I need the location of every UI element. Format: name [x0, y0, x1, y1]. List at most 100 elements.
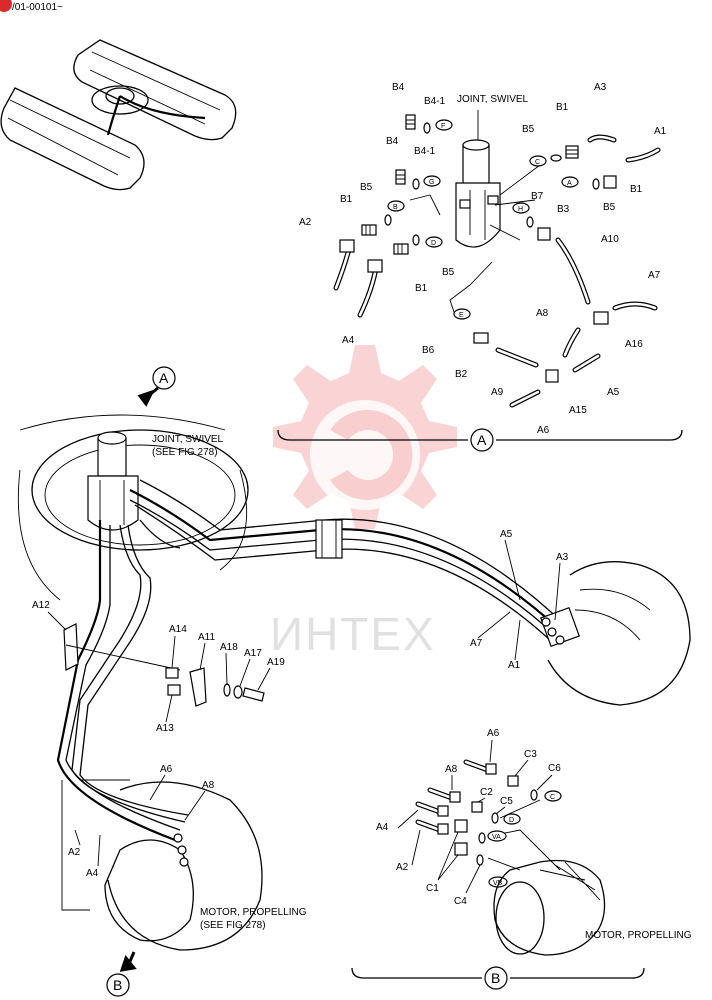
swivel-body	[455, 182, 501, 248]
label-a13: A13	[156, 723, 174, 734]
label-a8: A8	[445, 764, 458, 775]
label-a8: A8	[202, 780, 215, 791]
detail-b-propelling-motor: C D VA VB MOTOR, PROPELLING A6 C3 A8 C6 …	[351, 728, 692, 990]
port-marker-d: D	[425, 236, 443, 248]
port-marker-b: B	[387, 200, 405, 212]
svg-text:A: A	[567, 180, 572, 187]
label-b4: B4	[392, 82, 405, 93]
label-a16: A16	[625, 339, 643, 350]
hose-bundle-left-1	[56, 520, 176, 842]
svg-text:B: B	[113, 977, 122, 993]
label-a6: A6	[537, 425, 550, 436]
hose-clamp	[315, 519, 343, 559]
bolt-a4	[415, 801, 449, 817]
label-b1: B1	[556, 102, 569, 113]
label-a17: A17	[244, 648, 262, 659]
label-a11: A11	[198, 632, 215, 643]
label-a3: A3	[556, 552, 569, 563]
label-a6: A6	[160, 764, 173, 775]
svg-text:B: B	[491, 970, 500, 986]
label-a14: A14	[169, 624, 187, 635]
fitting-b4-mid	[395, 169, 406, 185]
label-a3: A3	[594, 82, 607, 93]
label-a1: A1	[654, 126, 667, 137]
part-a17	[233, 685, 243, 699]
label-a9: A9	[491, 387, 504, 398]
motor-left	[107, 781, 263, 951]
fitting-b1-left	[361, 224, 377, 236]
main-callout-b	[106, 973, 130, 997]
port-marker-c: C	[529, 155, 547, 167]
seal-c4-lower	[476, 854, 484, 866]
label-b2: B2	[455, 369, 468, 380]
detail-b-bracket	[351, 967, 645, 979]
label-b5: B5	[360, 182, 373, 193]
label-a4: A4	[86, 868, 99, 879]
label-a5: A5	[607, 387, 620, 398]
fitting-b1-right	[603, 175, 617, 189]
part-a12-bracket	[63, 623, 79, 671]
label-b1: B1	[630, 184, 643, 195]
label-a4: A4	[376, 822, 389, 833]
main-assembly-view: A JOINT, SWIVEL (SEE FIG 278) A5 A3 A7 A…	[17, 366, 691, 997]
bolt-a8	[427, 787, 461, 803]
label-a7: A7	[648, 270, 661, 281]
corner-badge	[0, 0, 12, 12]
label-a7: A7	[470, 638, 483, 649]
seal-c4-upper	[478, 832, 486, 844]
motor-right	[547, 561, 691, 706]
label-c6: C6	[548, 763, 561, 774]
part-a14	[165, 667, 179, 679]
machine-overview-thumbnail	[0, 39, 237, 191]
label-a18: A18	[220, 642, 238, 653]
part-a18	[223, 683, 231, 697]
swivel-note-line2: (SEE FIG 278)	[152, 447, 218, 458]
label-a15: A15	[569, 405, 587, 416]
seal-c5	[491, 812, 499, 824]
label-c1: C1	[426, 883, 439, 894]
port-marker-g: G	[423, 175, 441, 187]
svg-text:D: D	[431, 240, 436, 247]
part-a19-bolt	[242, 687, 265, 702]
label-a2: A2	[68, 847, 81, 858]
bolt-a6	[463, 759, 497, 775]
label-b5: B5	[442, 267, 455, 278]
label-b1: B1	[415, 283, 428, 294]
fitting-b6	[473, 332, 489, 344]
port-marker-d: D	[503, 813, 521, 825]
fitting-c1-lower	[454, 842, 468, 856]
label-b4-1: B4-1	[414, 146, 436, 157]
svg-text:D: D	[509, 817, 514, 824]
label-b4: B4	[386, 136, 399, 147]
label-a6: A6	[487, 728, 500, 739]
hose-bundle-right-1	[129, 489, 561, 631]
fitting-c1-upper	[454, 819, 468, 833]
detail-b-callout	[484, 966, 508, 990]
part-a11	[189, 667, 207, 707]
fitting-b3	[537, 227, 551, 241]
port-marker-va: VA	[487, 830, 507, 842]
label-a19: A19	[267, 657, 285, 668]
port-marker-c: C	[544, 790, 562, 802]
svg-text:G: G	[429, 179, 434, 186]
motor-detail-label: MOTOR, PROPELLING	[585, 930, 692, 941]
swivel-cylinder-top	[462, 144, 490, 186]
serial-range: /01-00101~	[12, 2, 63, 13]
detail-a-bracket	[277, 429, 683, 441]
watermark-text: ИНТЕХ	[270, 608, 436, 660]
label-a1: A1	[508, 660, 521, 671]
fitting-c3	[507, 775, 519, 787]
fitting-c2	[471, 801, 483, 813]
view-arrow-a	[137, 386, 159, 407]
svg-text:A: A	[477, 432, 487, 448]
label-a4: A4	[342, 335, 355, 346]
label-b3: B3	[557, 204, 570, 215]
fitting-a15	[545, 369, 559, 383]
motor-detail-b	[493, 859, 606, 956]
view-arrow-b	[119, 951, 137, 972]
svg-text:B: B	[393, 204, 398, 211]
main-callout-a	[152, 366, 176, 390]
label-a10: A10	[601, 234, 619, 245]
svg-text:E: E	[459, 312, 464, 319]
